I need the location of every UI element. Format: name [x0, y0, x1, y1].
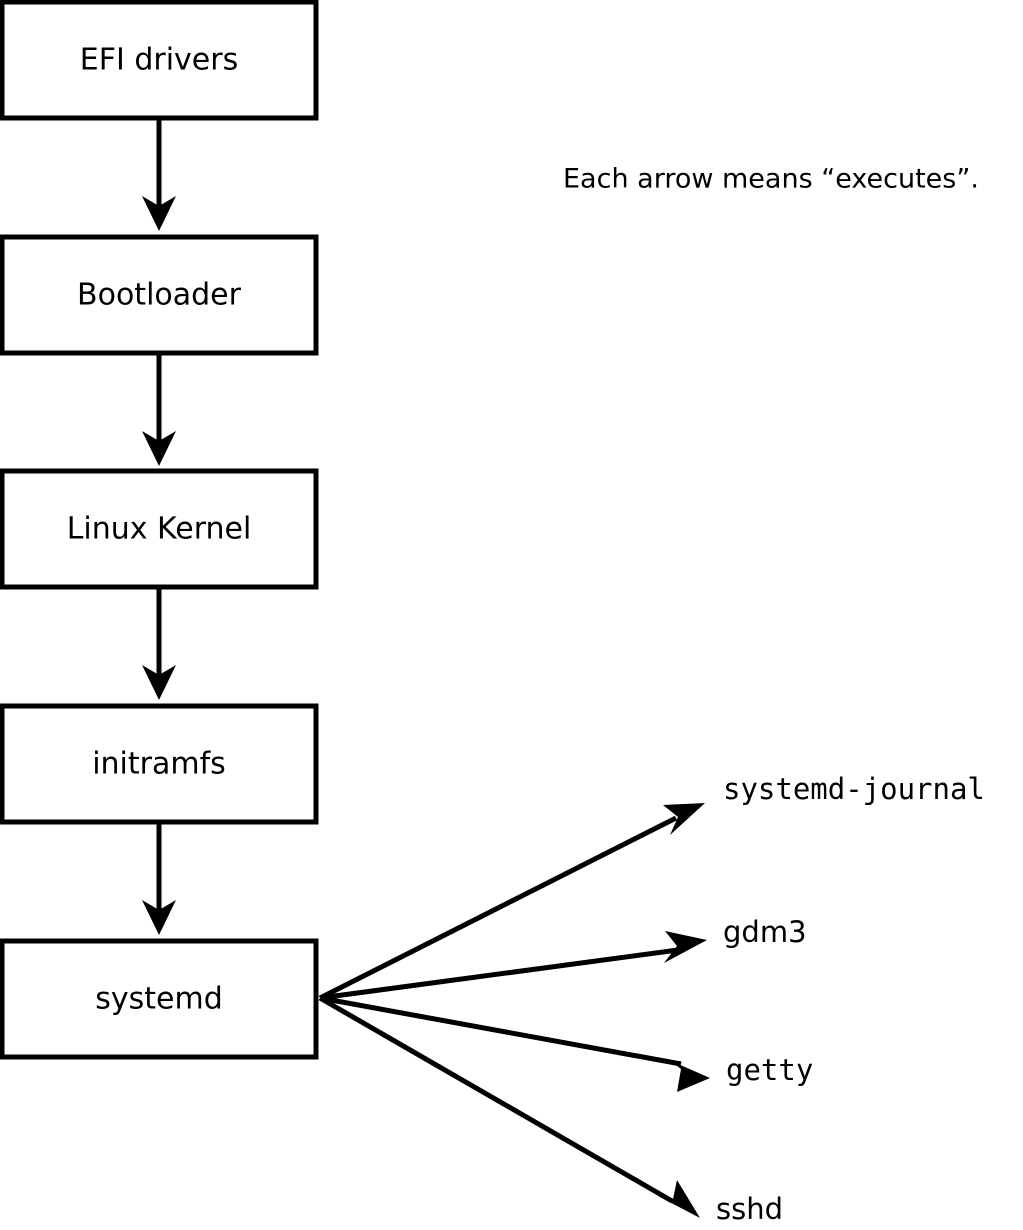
- node-label-efi-drivers: EFI drivers: [80, 43, 238, 78]
- node-box-rect[interactable]: [0, 234, 319, 356]
- arrow-systemd-to-sshd: [318, 995, 700, 1218]
- node-linux-kernel[interactable]: Linux Kernel: [0, 468, 319, 590]
- arrow-head-down-icon: [142, 665, 176, 700]
- node-label-systemd: systemd: [95, 982, 223, 1017]
- node-bootloader[interactable]: Bootloader: [0, 234, 319, 356]
- arrow-systemd-to-systemd-journal: [318, 803, 705, 1001]
- arrow-head-diagonal-icon: [658, 1180, 700, 1218]
- node-box-rect[interactable]: [0, 0, 319, 121]
- leaf-label-sshd: sshd: [716, 1192, 783, 1226]
- arrow-systemd-to-gdm3: [319, 931, 707, 1001]
- node-label-bootloader: Bootloader: [77, 278, 242, 313]
- node-initramfs[interactable]: initramfs: [0, 703, 319, 825]
- arrow-head-down-icon: [142, 196, 176, 231]
- arrow-shaft: [319, 995, 682, 1067]
- arrow-head-diagonal-icon: [664, 931, 707, 963]
- arrow-bootloader-to-kernel: [142, 353, 176, 466]
- arrow-efi-to-bootloader: [142, 118, 176, 231]
- leaf-label-getty: getty: [726, 1053, 813, 1087]
- node-label-linux-kernel: Linux Kernel: [67, 512, 252, 547]
- arrow-head-diagonal-icon: [663, 803, 705, 835]
- diagram-caption: Each arrow means “executes”.: [563, 164, 979, 195]
- arrow-head-down-icon: [142, 900, 176, 935]
- node-label-initramfs: initramfs: [92, 747, 226, 782]
- arrow-head-down-icon: [142, 431, 176, 466]
- node-systemd[interactable]: systemd: [0, 938, 319, 1060]
- arrow-shaft: [319, 947, 679, 1001]
- leaf-label-gdm3: gdm3: [723, 915, 807, 949]
- arrow-head-diagonal-icon: [669, 1060, 710, 1092]
- arrow-shaft: [318, 815, 678, 1001]
- arrow-initramfs-to-systemd: [142, 822, 176, 935]
- node-box-rect[interactable]: [0, 938, 319, 1060]
- arrow-shaft: [318, 995, 674, 1204]
- arrow-kernel-to-initramfs: [142, 587, 176, 700]
- leaf-label-systemd-journal: systemd-journal: [723, 772, 985, 806]
- arrow-systemd-to-getty: [319, 995, 710, 1092]
- node-box-rect[interactable]: [0, 703, 319, 825]
- node-efi-drivers[interactable]: EFI drivers: [0, 0, 319, 121]
